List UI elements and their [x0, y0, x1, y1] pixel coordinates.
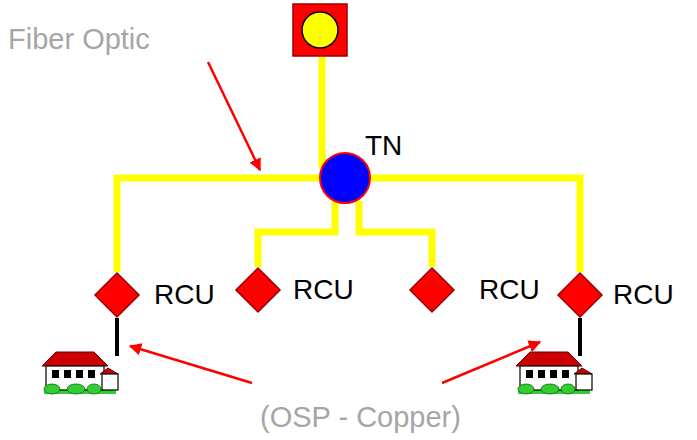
- leader-arrow: [130, 346, 252, 383]
- callout-label: Fiber Optic: [8, 22, 150, 56]
- node-diamond: [235, 267, 281, 313]
- fiber-link: [371, 178, 580, 272]
- remote-unit: RCU: [409, 267, 455, 313]
- remote-unit: RCU: [94, 272, 140, 318]
- node-label: RCU: [479, 274, 540, 306]
- node-label: RCU: [293, 274, 354, 306]
- fiber-link: [258, 201, 335, 267]
- node-diamond: [557, 272, 603, 318]
- remote-unit: RCU: [235, 267, 281, 313]
- node-diamond: [409, 267, 455, 313]
- node-diamond: [94, 272, 140, 318]
- central-office-symbol: [293, 4, 347, 56]
- callout-label: (OSP - Copper): [260, 400, 461, 434]
- remote-unit: RCU: [557, 272, 603, 318]
- node-label: RCU: [613, 279, 674, 311]
- central-office-symbol: [302, 12, 338, 48]
- node-label: RCU: [154, 279, 215, 311]
- house-icon: [516, 352, 592, 394]
- fiber-feeder: [319, 56, 326, 168]
- fiber-link: [359, 201, 432, 267]
- node-label: TN: [365, 130, 402, 162]
- leader-arrow: [442, 342, 540, 383]
- house-icon: [42, 352, 118, 394]
- leader-arrow: [208, 62, 260, 170]
- copper-drop: [578, 318, 582, 356]
- copper-drop: [115, 318, 119, 356]
- terminal-node: TN: [319, 152, 371, 204]
- fiber-link: [117, 178, 319, 272]
- node-circle: [319, 152, 371, 204]
